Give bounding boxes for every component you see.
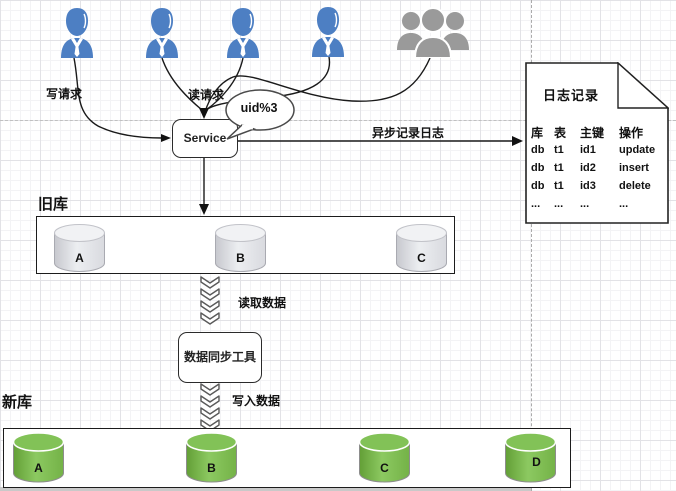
shard-label: D — [532, 455, 541, 469]
sync-tool-box[interactable]: 数据同步工具 — [178, 332, 262, 383]
log-col: 主键 — [580, 125, 605, 140]
log-col: 库 — [531, 125, 544, 140]
log-cell: update — [619, 144, 656, 156]
new-db-cylinder-d[interactable]: D — [504, 431, 557, 489]
person-icon[interactable] — [140, 6, 184, 63]
write-data-label: 写入数据 — [232, 394, 281, 408]
service-label: Service — [183, 131, 227, 145]
log-document[interactable]: 日志记录 库 表 主键 操作 db t1 id1 update db t1 id… — [525, 61, 670, 224]
connector-group-service — [204, 57, 431, 113]
arrowhead-into-olddb — [199, 204, 209, 215]
read-request-label: 读请求 — [188, 88, 225, 102]
log-cell: ... — [619, 198, 629, 210]
log-cell: id2 — [580, 162, 596, 174]
old-db-cylinder-c[interactable]: C — [395, 223, 448, 278]
person-icon[interactable] — [221, 6, 265, 63]
folded-corner — [617, 61, 670, 109]
log-row: db t1 id1 update — [531, 141, 663, 159]
async-log-label: 异步记录日志 — [372, 126, 445, 140]
person-icon[interactable] — [55, 6, 99, 63]
log-cell: delete — [619, 180, 651, 192]
new-db-title: 新库 — [2, 394, 33, 411]
read-data-label: 读取数据 — [238, 296, 287, 310]
log-cell: ... — [580, 198, 590, 210]
log-cell: db — [531, 162, 545, 174]
write-request-label: 写请求 — [46, 87, 83, 101]
log-table: 库 表 主键 操作 db t1 id1 update db t1 id2 ins… — [531, 123, 663, 213]
shard-label: B — [236, 251, 245, 265]
connector-user1-service — [73, 57, 163, 139]
new-db-cylinder-b[interactable]: B — [185, 431, 238, 489]
person-icon[interactable] — [306, 5, 350, 62]
connector-user2-service — [161, 57, 203, 111]
log-row: db t1 id2 insert — [531, 159, 663, 177]
arrowhead-into-log — [512, 136, 523, 146]
log-row: db t1 id3 delete — [531, 177, 663, 195]
shard-label: A — [75, 251, 84, 265]
old-db-title: 旧库 — [38, 196, 69, 213]
log-cell: db — [531, 180, 545, 192]
page-edge — [0, 487, 531, 491]
sync-tool-label: 数据同步工具 — [183, 350, 256, 364]
page-break-vertical — [531, 0, 532, 491]
new-db-cylinder-c[interactable]: C — [358, 431, 411, 489]
log-cell: insert — [619, 162, 649, 174]
shard-label: A — [34, 461, 43, 475]
old-db-cylinder-b[interactable]: B — [214, 223, 267, 278]
log-cell: t1 — [554, 144, 564, 156]
users-group-icon[interactable] — [391, 6, 475, 63]
log-cell: id1 — [580, 144, 596, 156]
page-break-horizontal — [0, 120, 676, 121]
document-shape — [525, 61, 670, 224]
arrowhead-into-service-top — [199, 108, 209, 119]
log-title: 日志记录 — [543, 88, 600, 103]
log-cell: ... — [554, 198, 564, 210]
uid-bubble[interactable] — [220, 86, 302, 146]
chevron-arrows-read — [200, 276, 220, 325]
arrowhead-into-service-left — [161, 134, 171, 142]
log-table-header: 库 表 主键 操作 — [531, 123, 663, 141]
shard-label: C — [417, 251, 426, 265]
log-cell: ... — [531, 198, 541, 210]
shard-label: B — [207, 461, 216, 475]
log-cell: id3 — [580, 180, 596, 192]
shard-label: C — [380, 461, 389, 475]
log-row: ... ... ... ... — [531, 195, 663, 213]
log-col: 操作 — [619, 125, 644, 140]
log-col: 表 — [554, 125, 567, 140]
log-cell: t1 — [554, 162, 564, 174]
log-cell: db — [531, 144, 545, 156]
chevron-arrows-write — [200, 383, 220, 432]
new-db-container[interactable] — [3, 428, 571, 488]
new-db-cylinder-a[interactable]: A — [12, 431, 65, 489]
old-db-cylinder-a[interactable]: A — [53, 223, 106, 278]
log-cell: t1 — [554, 180, 564, 192]
uid-bubble-label: uid%3 — [240, 101, 278, 115]
